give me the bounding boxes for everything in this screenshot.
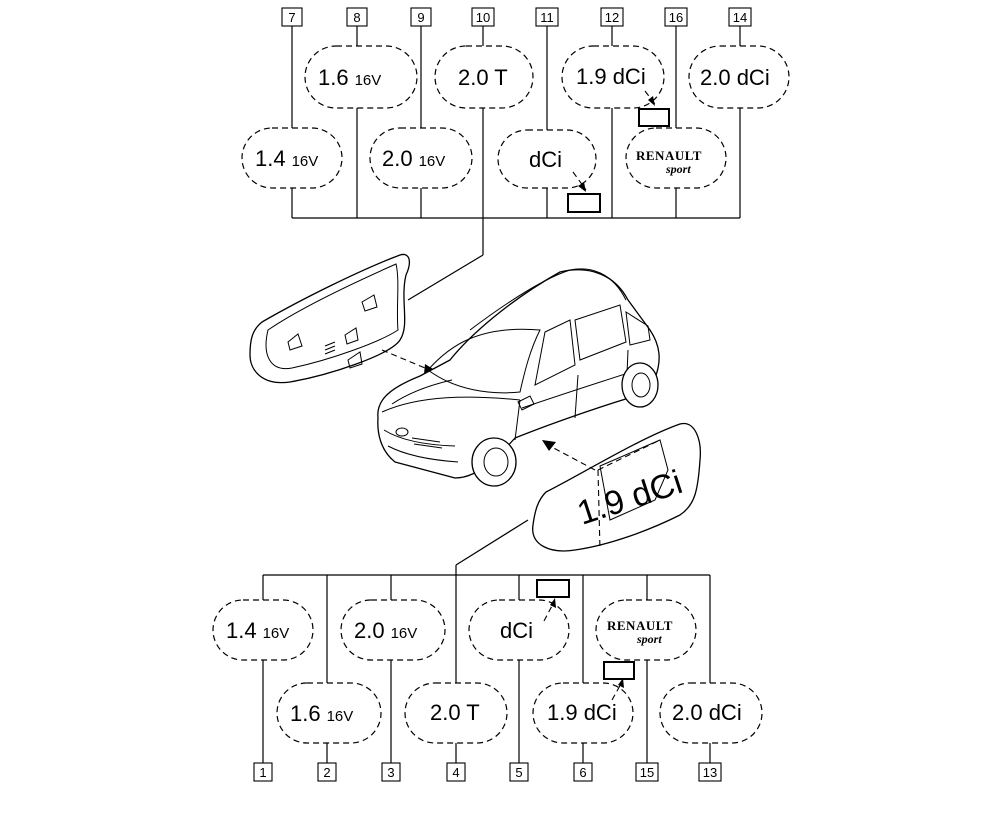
bottom-badges: 1.4 16V 1.6 16V 2.0 16V 2.0 T dCi 1.9 dCi: [212, 579, 763, 744]
svg-text:dCi: dCi: [500, 618, 533, 643]
badge-main-text: dCi: [500, 618, 533, 643]
badge-1-4-16v-top: 1.4 16V: [241, 127, 343, 189]
badge-sub-text: 16V: [419, 153, 446, 170]
badge-2-0-16v-bottom: 2.0 16V: [340, 599, 446, 661]
svg-text:1.9 dCi: 1.9 dCi: [576, 64, 646, 89]
emblem-plate-icon: [603, 661, 635, 680]
brand-sub-text: sport: [665, 162, 691, 176]
badge-2-0-16v-top: 2.0 16V: [369, 127, 473, 189]
side-panel-detail: 1.9 dCi: [532, 422, 701, 552]
badge-main-text: 2.0: [354, 618, 385, 643]
badge-main-text: 1.6: [290, 701, 321, 726]
emblem-plate-icon: [567, 193, 601, 213]
badge-sub-text: 16V: [292, 153, 319, 170]
badge-main-text: 2.0 dCi: [672, 700, 742, 725]
ref-number-1: 1: [259, 765, 266, 780]
emblem-plate-icon: [536, 579, 570, 598]
badge-main-text: 2.0 T: [458, 65, 508, 90]
rear-panel-detail: [249, 253, 438, 384]
svg-text:2.0 T: 2.0 T: [458, 65, 508, 90]
svg-text:2.0 T: 2.0 T: [430, 700, 480, 725]
emblem-plate-icon: [638, 108, 670, 127]
badge-renault-sport-bottom: RENAULT sport: [595, 599, 697, 661]
ref-number-11: 11: [540, 10, 554, 25]
ref-number-6: 6: [579, 765, 586, 780]
badge-slot-icon: [361, 294, 378, 312]
badge-2-0-dci-top: 2.0 dCi: [688, 45, 790, 109]
badge-dci-bottom: dCi: [468, 579, 570, 661]
badge-slot-icon: [324, 341, 336, 355]
ref-number-4: 4: [452, 765, 459, 780]
badge-dci-top: dCi: [497, 129, 601, 213]
badge-main-text: 2.0 dCi: [700, 65, 770, 90]
badge-main-text: 2.0: [382, 146, 413, 171]
badge-1-6-16v-top: 1.6 16V: [304, 45, 418, 109]
badge-1-9-dci-bottom: 1.9 dCi: [532, 661, 635, 744]
badge-main-text: 1.9 dCi: [547, 700, 617, 725]
badge-sub-text: 16V: [355, 72, 382, 89]
ref-number-15: 15: [640, 765, 654, 780]
badge-main-text: 2.0 T: [430, 700, 480, 725]
brand-text: RENAULT: [607, 618, 673, 633]
badge-main-text: 1.4: [255, 146, 286, 171]
badge-main-text: 1.6: [318, 65, 349, 90]
badge-1-4-16v-bottom: 1.4 16V: [212, 599, 314, 661]
ref-number-12: 12: [605, 10, 619, 25]
bottom-reference-numbers: 1 2 3 4 5 6 15 13: [253, 762, 722, 782]
badge-main-text: 1.9 dCi: [576, 64, 646, 89]
badge-sub-text: 16V: [391, 625, 418, 642]
badge-2-0-dci-bottom: 2.0 dCi: [659, 682, 763, 744]
badge-1-6-16v-bottom: 1.6 16V: [276, 682, 382, 744]
badge-slot-icon: [287, 333, 303, 351]
svg-text:2.0 dCi: 2.0 dCi: [700, 65, 770, 90]
badge-main-text: 1.4: [226, 618, 257, 643]
ref-number-16: 16: [669, 10, 683, 25]
badge-sub-text: 16V: [327, 708, 354, 725]
brand-text: RENAULT: [636, 148, 702, 163]
top-reference-numbers: 7 8 9 10 11 12 16 14: [281, 7, 752, 27]
badge-main-text: dCi: [529, 147, 562, 172]
ref-number-13: 13: [703, 765, 717, 780]
badge-1-9-dci-top: 1.9 dCi: [561, 45, 670, 127]
badge-slot-icon: [344, 327, 359, 345]
ref-number-10: 10: [476, 10, 490, 25]
ref-number-2: 2: [323, 765, 330, 780]
ref-number-3: 3: [387, 765, 394, 780]
svg-text:dCi: dCi: [529, 147, 562, 172]
badge-2-0-t-top: 2.0 T: [434, 45, 534, 109]
svg-text:1.9 dCi: 1.9 dCi: [547, 700, 617, 725]
svg-text:2.0 dCi: 2.0 dCi: [672, 700, 742, 725]
ref-number-7: 7: [288, 10, 295, 25]
badge-2-0-t-bottom: 2.0 T: [404, 682, 508, 744]
badge-sub-text: 16V: [263, 625, 290, 642]
ref-number-9: 9: [417, 10, 424, 25]
car-illustration: [377, 268, 660, 487]
top-badges: 1.4 16V 1.6 16V 2.0 16V 2.0 T dCi 1.9 dCi: [241, 45, 790, 213]
badge-slot-icon: [347, 351, 363, 369]
ref-number-14: 14: [733, 10, 747, 25]
ref-number-5: 5: [515, 765, 522, 780]
brand-sub-text: sport: [636, 632, 662, 646]
ref-number-8: 8: [353, 10, 360, 25]
badge-renault-sport-top: RENAULT sport: [625, 127, 727, 189]
